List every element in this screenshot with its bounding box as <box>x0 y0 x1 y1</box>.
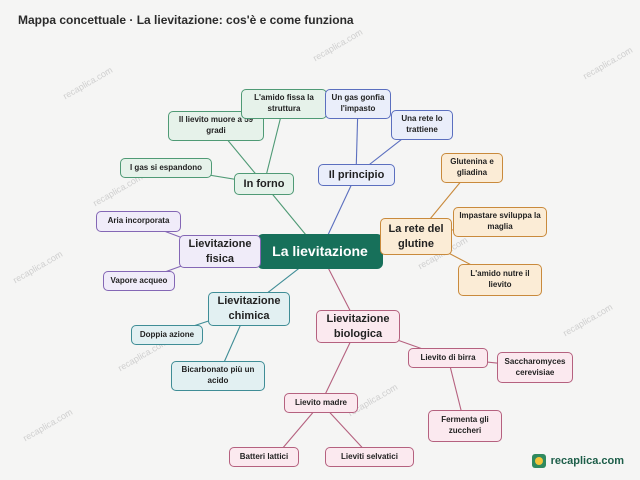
leaf-batteri-lattici: Batteri lattici <box>229 447 299 467</box>
leaf-saccharomyces: Saccharomyces cerevisiae <box>497 352 573 383</box>
leaf-bicarbonato-acido: Bicarbonato più un acido <box>171 361 265 391</box>
node-lievito-di-birra: Lievito di birra <box>408 348 488 368</box>
leaf-lievito-muore: Il lievito muore a 59 gradi <box>168 111 264 141</box>
branch-principio: Il principio <box>318 164 395 186</box>
branch-chimica: Lievitazione chimica <box>208 292 290 326</box>
leaf-impastare-maglia: Impastare sviluppa la maglia <box>453 207 547 237</box>
leaf-fermenta-zuccheri: Fermenta gli zuccheri <box>428 410 502 442</box>
branch-in-forno: In forno <box>234 173 294 195</box>
leaf-gas-gonfia: Un gas gonfia l'impasto <box>325 89 391 119</box>
branch-glutine: La rete del glutine <box>380 218 452 255</box>
branch-biologica: Lievitazione biologica <box>316 310 400 343</box>
root-node: La lievitazione <box>257 234 383 269</box>
brand-name: recaplica.com <box>550 455 624 467</box>
page-title: Mappa concettuale · La lievitazione: cos… <box>18 13 354 27</box>
leaf-vapore-acqueo: Vapore acqueo <box>103 271 175 291</box>
branch-fisica: Lievitazione fisica <box>179 235 261 268</box>
leaf-rete-trattiene: Una rete lo trattiene <box>391 110 453 140</box>
leaf-glutenina-gliadina: Glutenina e gliadina <box>441 153 503 183</box>
leaf-amido-nutre: L'amido nutre il lievito <box>458 264 542 296</box>
node-lievito-madre: Lievito madre <box>284 393 358 413</box>
recaplica-logo-icon <box>531 454 546 468</box>
leaf-lieviti-selvatici: Lieviti selvatici <box>325 447 414 467</box>
leaf-doppia-azione: Doppia azione <box>131 325 203 345</box>
brand-logo: recaplica.com <box>531 454 624 468</box>
leaf-amido-fissa: L'amido fissa la struttura <box>241 89 327 119</box>
leaf-gas-espandono: I gas si espandono <box>120 158 212 178</box>
leaf-aria-incorporata: Aria incorporata <box>96 211 181 232</box>
